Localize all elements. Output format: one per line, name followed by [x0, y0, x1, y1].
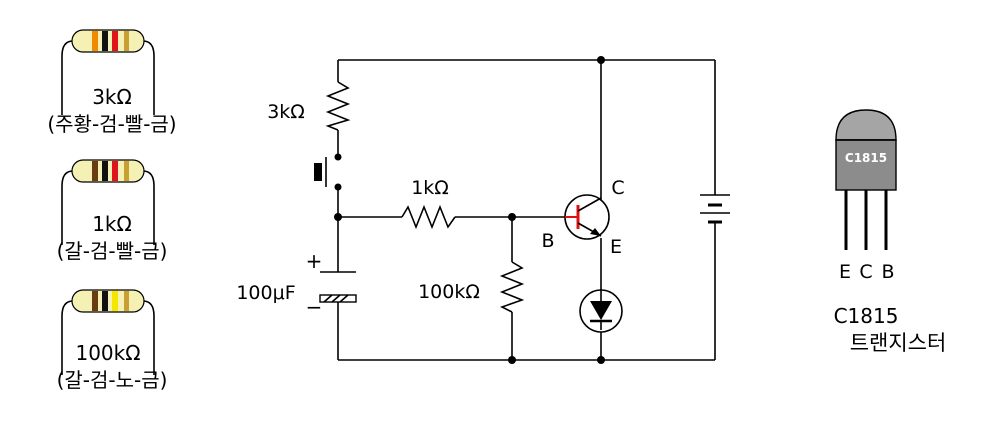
resistor-1k-label: 1kΩ	[411, 177, 449, 199]
c1815-package-illustration: C1815	[835, 109, 897, 250]
capacitor-label: 100μF	[236, 282, 295, 304]
package-caption-model: C1815	[834, 304, 899, 328]
capacitor-symbol	[319, 271, 357, 303]
package-pin-b-label: B	[881, 261, 894, 283]
resistor-color-code-label: (갈-검-노-금)	[57, 368, 168, 392]
led-symbol	[579, 289, 623, 333]
resistor-color-band	[124, 161, 129, 181]
resistor-value-label: 1kΩ	[92, 212, 132, 236]
resistor-3k-symbol	[325, 81, 351, 131]
resistor-legend-2: 1kΩ (갈-검-빨-금)	[57, 159, 168, 263]
resistor-value-label: 100kΩ	[75, 341, 140, 365]
resistor-color-band	[112, 31, 118, 51]
transistor-base-label: B	[541, 230, 554, 252]
package-marking: C1815	[845, 151, 887, 165]
resistor-color-code-label: (갈-검-빨-금)	[57, 239, 168, 263]
resistor-color-band	[92, 31, 98, 51]
junction-dots	[334, 56, 605, 364]
battery-symbol	[700, 194, 730, 224]
resistor-color-band	[102, 291, 108, 311]
resistor-color-code-label: (주황-검-빨-금)	[47, 112, 176, 136]
resistor-color-band	[92, 161, 98, 181]
resistor-3k-label: 3kΩ	[267, 101, 305, 123]
package-pin-c-label: C	[859, 261, 872, 283]
resistor-color-band	[102, 31, 108, 51]
resistor-1k-symbol	[401, 204, 456, 230]
capacitor-minus-sign: −	[306, 295, 323, 319]
resistor-color-band	[102, 161, 108, 181]
package-caption-type: 트랜지스터	[850, 331, 947, 355]
transistor-collector-label: C	[611, 177, 624, 199]
resistor-color-band	[124, 291, 129, 311]
resistor-color-band	[92, 291, 98, 311]
capacitor-plus-sign: +	[306, 249, 323, 273]
resistor-100k-label: 100kΩ	[418, 281, 480, 303]
resistor-legend-3: 100kΩ (갈-검-노-금)	[57, 289, 168, 392]
npn-transistor-symbol	[564, 194, 610, 240]
package-pin-e-label: E	[839, 261, 851, 283]
resistor-value-label: 3kΩ	[92, 85, 132, 109]
transistor-emitter-label: E	[610, 236, 622, 258]
resistor-100k-symbol	[499, 261, 525, 313]
resistor-color-band	[124, 31, 129, 51]
resistor-color-band	[112, 291, 118, 311]
circuit-wiring	[337, 59, 716, 361]
push-switch-symbol	[314, 153, 342, 191]
resistor-color-band	[112, 161, 118, 181]
resistor-legend-1: 3kΩ (주황-검-빨-금)	[47, 29, 177, 136]
